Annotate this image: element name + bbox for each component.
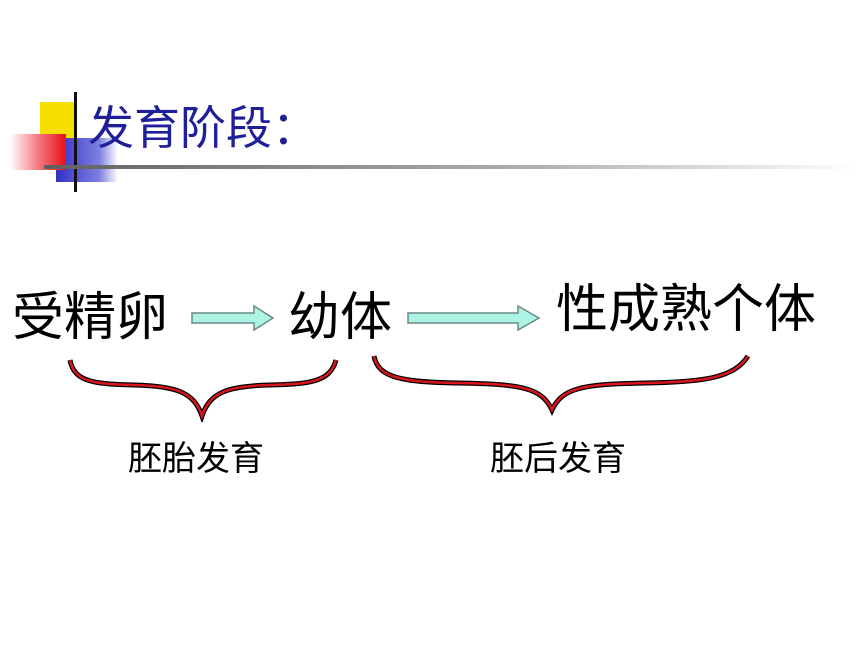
label-embryonic-development: 胚胎发育 <box>128 439 264 479</box>
brace-embryonic <box>67 359 339 422</box>
label-postembryonic-development: 胚后发育 <box>490 439 626 479</box>
stage-fertilized-egg: 受精卵 <box>12 288 169 348</box>
stage-sexually-mature: 性成熟个体 <box>556 280 817 340</box>
arrow-right-icon <box>407 304 541 332</box>
brace-postembryonic <box>371 354 751 416</box>
arrow-right-icon <box>191 304 275 332</box>
yellow-square <box>40 102 77 138</box>
red-square <box>10 134 66 170</box>
stage-larva: 幼体 <box>288 288 393 348</box>
title-underline <box>44 165 860 169</box>
vertical-rule <box>74 92 77 192</box>
corner-decoration <box>10 92 860 192</box>
blue-square <box>56 138 118 182</box>
page-title: 发育阶段： <box>88 101 318 155</box>
